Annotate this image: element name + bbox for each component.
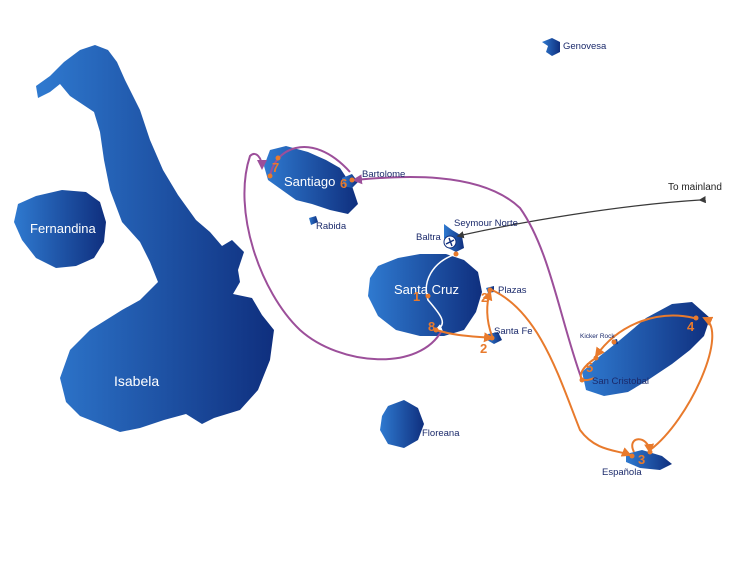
stop-number-5: 5 [586,360,593,375]
island-espanola [626,450,672,470]
stop-dot [489,335,495,341]
route-orange-santacruz-plazas [435,329,494,343]
stop-dot [425,293,431,299]
route-purple-east [352,174,583,381]
label-espanola: Española [602,467,642,478]
stop-dot [647,449,653,455]
island-santiago [264,146,358,214]
stop-dot [593,355,599,361]
route-orange-santafe-plazas [482,290,493,337]
route-orange-espanola-sancristobal [649,316,714,451]
island-floreana [380,400,424,448]
stop-dot [453,251,459,257]
route-orange-espanola-loop [631,438,655,454]
island-san-cristobal [582,302,710,396]
label-genovesa: Genovesa [563,41,607,52]
stop-number-2-plazas: 2 [481,290,488,305]
label-fernandina: Fernandina [30,221,97,236]
label-kicker-rock: Kicker Rock [580,333,615,340]
stop-dot [275,155,281,161]
label-to-mainland: To mainland [668,182,722,193]
airport-icon [443,235,457,249]
stop-dot [487,287,493,293]
route-orange-sancristobal-west [594,314,695,358]
label-baltra: Baltra [416,232,442,243]
label-plazas: Plazas [498,285,527,296]
label-santa-cruz: Santa Cruz [394,282,459,297]
stop-number-4: 4 [687,319,695,334]
stop-dot [629,453,635,459]
stop-dots [267,155,699,459]
label-isabela: Isabela [114,373,159,389]
island-genovesa [542,38,560,56]
label-floreana: Floreana [422,428,460,439]
island-fernandina [14,190,106,268]
island-rabida [309,216,318,225]
stop-number-2-santa-fe: 2 [480,341,487,356]
island-isabela [36,45,274,432]
stop-dot [267,173,273,179]
route-orange-plazas-espanola [491,289,632,457]
route-white-santa-cruz [425,253,457,332]
route-purple-santiago [269,146,351,179]
stop-number-3: 3 [638,452,645,467]
label-santa-fe: Santa Fe [494,326,533,337]
stop-dot [611,339,617,345]
stop-number-8: 8 [428,319,435,334]
label-bartolome: Bartolome [362,169,405,180]
label-santiago: Santiago [284,174,335,189]
label-san-cristobal: San Cristobal [592,376,649,387]
label-seymour-norte: Seymour Norte [454,218,518,229]
stop-number-7: 7 [272,160,279,175]
label-rabida: Rabida [316,221,347,232]
stop-dot [693,315,699,321]
stop-number-1: 1 [413,289,420,304]
stop-number-6: 6 [340,176,347,191]
route-purple-west [243,152,443,361]
stop-dot [579,377,585,383]
island-santa-cruz [368,254,482,336]
route-orange-kicker-loop [579,357,597,381]
route-mainland-baltra [456,196,706,239]
stop-dot [349,177,355,183]
stop-dot [433,327,439,333]
